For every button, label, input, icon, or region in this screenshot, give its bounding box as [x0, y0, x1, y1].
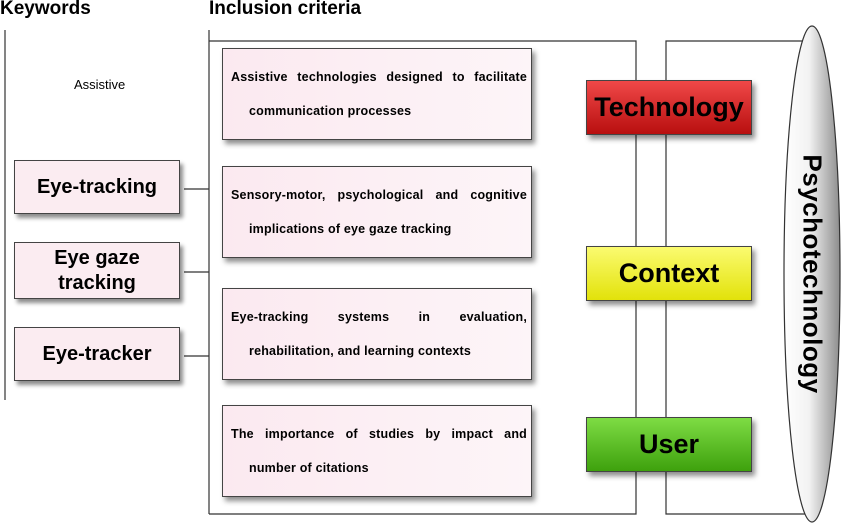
criterion-assistive-technologies: Assistive technologies designed to facil…	[222, 48, 532, 140]
criterion-line: The importance of studies by impact and	[231, 427, 527, 441]
criterion-line: rehabilitation, and learning contexts	[249, 344, 472, 358]
keyword-label: tracking	[58, 271, 136, 294]
criterion-line: number of citations	[249, 461, 369, 475]
inclusion-criteria-header: Inclusion criteria	[209, 0, 362, 19]
criterion-eye-tracking-systems: Eye-tracking systems in evaluation, reha…	[222, 288, 532, 380]
keyword-label: Eye-tracker	[42, 342, 152, 365]
keyword-eye-tracking: Eye-tracking	[14, 160, 180, 214]
category-context: Context	[586, 246, 752, 301]
criterion-line: Assistive technologies designed to facil…	[231, 70, 527, 84]
category-label: User	[638, 429, 700, 459]
psychotechnology-label: Psychotechnology	[797, 154, 828, 394]
category-technology: Technology	[586, 80, 752, 135]
keyword-label: Eye-tracking	[36, 175, 158, 198]
category-label: Context	[618, 258, 720, 288]
criterion-sensory-motor: Sensory-motor, psychological and cogniti…	[222, 166, 532, 258]
category-user: User	[586, 417, 752, 472]
keywords-header: Keywords	[0, 0, 91, 19]
keyword-label: Eye gaze	[54, 246, 140, 269]
keyword-eye-gaze-tracking: Eye gaze tracking	[14, 242, 180, 299]
psychotechnology-ellipse	[783, 25, 841, 523]
criterion-line: implications of eye gaze tracking	[249, 222, 452, 236]
criterion-line: Sensory-motor, psychological and cogniti…	[231, 188, 527, 202]
keyword-eye-tracker: Eye-tracker	[14, 327, 180, 381]
criterion-line: Eye-tracking systems in evaluation,	[231, 310, 527, 324]
category-label: Technology	[594, 92, 744, 122]
assistive-label: Assistive	[74, 77, 126, 92]
criterion-line: communication processes	[249, 104, 412, 118]
criterion-importance-of-studies: The importance of studies by impact and …	[222, 405, 532, 497]
